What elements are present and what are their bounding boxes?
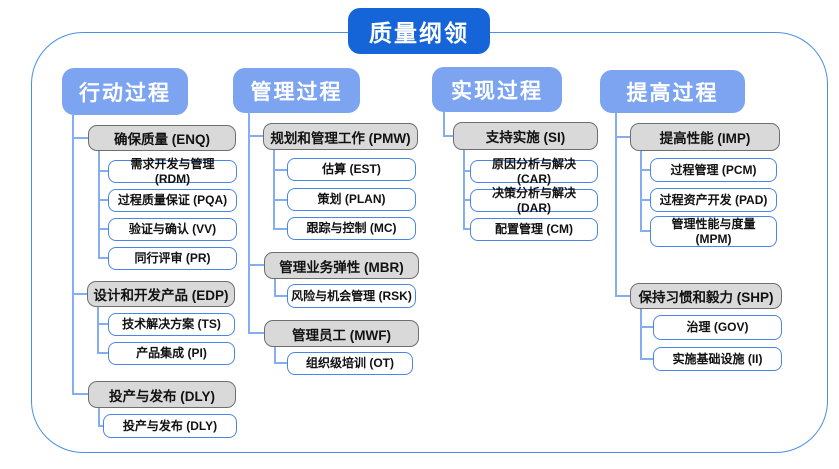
connector [248, 112, 250, 333]
connector [98, 408, 100, 426]
connector [273, 150, 275, 229]
connector [273, 228, 287, 230]
node-dly-sub: 投产与发布 (DLY) [103, 414, 237, 438]
connector [640, 169, 650, 171]
connector [248, 332, 264, 334]
node-rdm: 需求开发与管理 (RDM) [108, 157, 237, 186]
diagram-title: 质量纲领 [348, 8, 490, 54]
connector [640, 151, 642, 232]
connector [72, 115, 74, 394]
connector [97, 352, 108, 354]
node-mbr: 管理业务弹性 (MBR) [264, 252, 419, 279]
connector [274, 295, 287, 297]
node-pi: 产品集成 (PI) [108, 342, 235, 365]
node-mc: 跟踪与控制 (MC) [287, 217, 416, 240]
connector [248, 264, 264, 266]
column-header-action-process: 行动过程 [62, 68, 188, 115]
node-pqa: 过程质量保证 (PQA) [108, 189, 237, 212]
node-dar: 决策分析与解决 (DAR) [470, 186, 598, 215]
connector [98, 228, 108, 230]
connector [463, 150, 465, 230]
connector [98, 425, 104, 427]
node-edp: 设计和开发产品 (EDP) [87, 281, 235, 307]
connector [274, 362, 287, 364]
connector [273, 169, 287, 171]
node-ii: 实施基础设施 (II) [653, 347, 782, 371]
node-imp: 提高性能 (IMP) [630, 123, 780, 151]
connector [640, 199, 650, 201]
node-mpm: 管理性能与度量 (MPM) [650, 216, 777, 247]
node-ot: 组织级培训 (OT) [287, 352, 413, 375]
connector [640, 309, 642, 359]
connector [98, 257, 108, 259]
connector [443, 112, 445, 136]
connector [274, 279, 276, 296]
connector [463, 170, 470, 172]
node-rsk: 风险与机会管理 (RSK) [287, 284, 416, 308]
column-header-improvement-process: 提高过程 [600, 70, 745, 113]
connector [615, 136, 630, 138]
connector [72, 293, 87, 295]
node-mwf: 管理员工 (MWF) [264, 320, 419, 347]
node-cm: 配置管理 (CM) [470, 218, 598, 241]
connector [640, 230, 650, 232]
connector [273, 199, 287, 201]
connector [98, 199, 108, 201]
connector [640, 358, 653, 360]
node-dly: 投产与发布 (DLY) [88, 381, 236, 408]
node-vv: 验证与确认 (VV) [108, 218, 237, 241]
connector [640, 326, 653, 328]
connector [98, 151, 100, 258]
node-pad: 过程资产开发 (PAD) [650, 188, 777, 212]
connector [98, 170, 108, 172]
connector [463, 199, 470, 201]
connector [97, 323, 108, 325]
node-est: 估算 (EST) [287, 158, 416, 181]
node-gov: 治理 (GOV) [653, 315, 782, 340]
connector [615, 295, 630, 297]
connector [72, 393, 88, 395]
connector [72, 137, 88, 139]
column-header-management-process: 管理过程 [233, 68, 360, 113]
node-pcm: 过程管理 (PCM) [650, 158, 777, 182]
node-car: 原因分析与解决 (CAR) [470, 157, 598, 186]
connector [463, 228, 470, 230]
connector [443, 135, 453, 137]
node-plan: 策划 (PLAN) [287, 188, 416, 211]
node-si: 支持实施 (SI) [453, 122, 598, 150]
node-ts: 技术解决方案 (TS) [108, 313, 235, 336]
node-shp: 保持习惯和毅力 (SHP) [630, 283, 782, 309]
connector [274, 347, 276, 363]
connector [615, 113, 617, 296]
column-header-realization-process: 实现过程 [432, 67, 562, 112]
node-enq: 确保质量 (ENQ) [88, 125, 236, 151]
node-pr: 同行评审 (PR) [108, 247, 237, 270]
connector [97, 307, 99, 354]
node-pmw: 规划和管理工作 (PMW) [263, 123, 418, 150]
connector [248, 135, 263, 137]
